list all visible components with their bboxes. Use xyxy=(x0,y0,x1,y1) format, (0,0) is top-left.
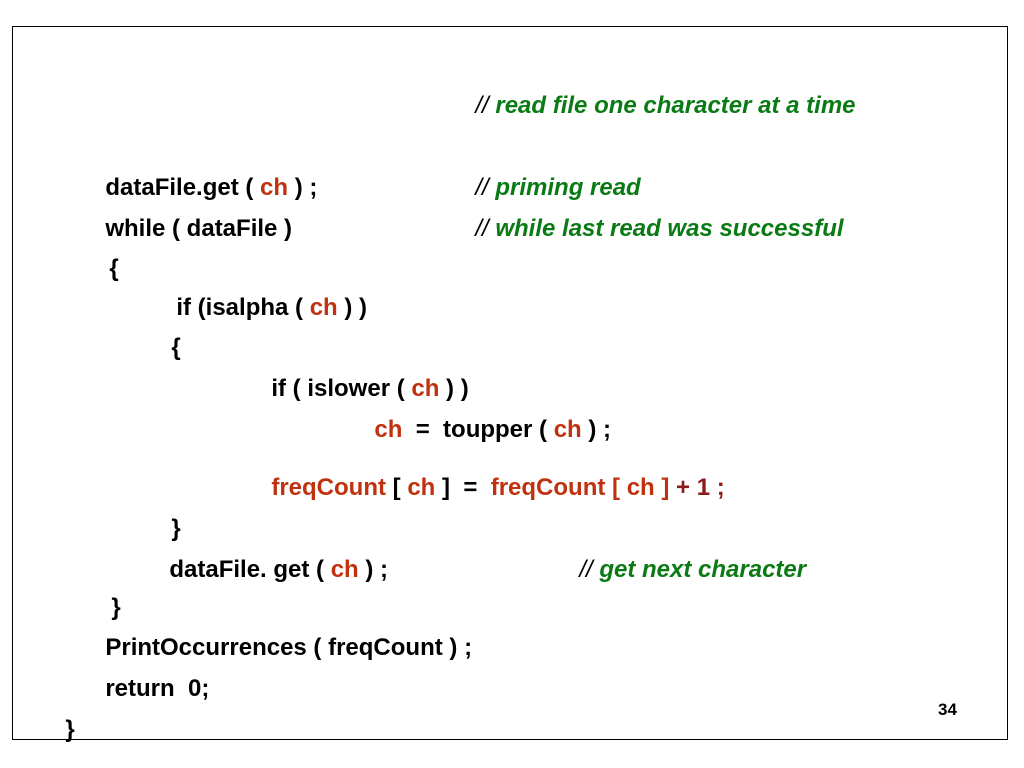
var-ch: ch xyxy=(626,474,655,501)
code-line-return: return 0; xyxy=(92,647,209,703)
comment-read-file: // read file one character at a time xyxy=(462,64,856,120)
var-freqcount: freqCount xyxy=(490,474,606,501)
code-text: { xyxy=(109,255,119,282)
code-text: { xyxy=(171,334,181,361)
comment-text: get next character xyxy=(592,556,807,583)
code-line-if-isalpha: if (isalpha ( ch ) ) xyxy=(163,266,367,322)
var-ch: ch xyxy=(407,474,436,501)
code-line-close-brace-inner: } xyxy=(158,487,181,543)
code-line-get-next: dataFile. get ( ch ) ; xyxy=(156,528,388,584)
var-ch: ch xyxy=(330,556,359,583)
code-text: PrintOccurrences ( freqCount ) ; xyxy=(105,634,473,661)
comment-get-next: // get next character xyxy=(566,528,806,584)
var-ch: ch xyxy=(553,416,582,443)
comment-slash: // xyxy=(579,556,593,583)
slide-frame xyxy=(12,26,1008,740)
code-text: } xyxy=(171,515,181,542)
comment-slash: // xyxy=(475,92,489,119)
code-text: return 0; xyxy=(105,675,210,702)
var-freqcount: freqCount xyxy=(271,474,386,501)
comment-text: while last read was successful xyxy=(488,215,844,242)
code-line-open-brace: { xyxy=(96,227,119,283)
comment-while: // while last read was successful xyxy=(462,187,844,243)
code-line-print: PrintOccurrences ( freqCount ) ; xyxy=(92,606,472,662)
code-text: } xyxy=(111,594,121,621)
comment-priming-read: // priming read xyxy=(462,146,641,202)
code-text: if ( islower ( xyxy=(271,375,412,402)
code-increment: + 1 ; xyxy=(676,474,725,501)
code-text: [ xyxy=(386,474,408,501)
var-ch: ch xyxy=(374,416,403,443)
code-text: ] xyxy=(654,474,677,501)
code-text: dataFile.get ( xyxy=(105,174,261,201)
code-line-if-islower: if ( islower ( ch ) ) xyxy=(258,347,469,403)
comment-text: priming read xyxy=(488,174,641,201)
code-line-open-brace-inner: { xyxy=(158,306,181,362)
code-line-priming-read: dataFile.get ( ch ) ; xyxy=(92,146,317,202)
var-ch: ch xyxy=(411,375,440,402)
code-text: ) ; xyxy=(581,416,612,443)
code-text: while ( dataFile ) xyxy=(105,215,293,242)
comment-slash: // xyxy=(475,174,489,201)
code-text: ] = xyxy=(435,474,491,501)
page-number: 34 xyxy=(938,700,957,719)
code-text: ) ) xyxy=(337,294,368,321)
code-text: } xyxy=(65,716,75,743)
code-line-toupper: ch = toupper ( ch ) ; xyxy=(361,388,611,444)
code-line-close-brace: } xyxy=(98,566,121,622)
var-ch: ch xyxy=(309,294,338,321)
code-text: ) ; xyxy=(358,556,389,583)
code-text: [ xyxy=(605,474,627,501)
code-text: ) ; xyxy=(288,174,318,201)
comment-slash: // xyxy=(475,215,489,242)
code-text: dataFile. get ( xyxy=(169,556,331,583)
comment-text: read file one character at a time xyxy=(488,92,856,119)
code-line-while: while ( dataFile ) xyxy=(92,187,292,243)
code-text: ) ) xyxy=(439,375,469,402)
code-text: = toupper ( xyxy=(402,416,554,443)
code-text: if (isalpha ( xyxy=(176,294,310,321)
code-line-final-brace: } xyxy=(52,688,75,744)
var-ch: ch xyxy=(260,174,289,201)
code-line-freqcount: freqCount [ ch ] = freqCount [ ch ] + 1 … xyxy=(258,446,725,502)
